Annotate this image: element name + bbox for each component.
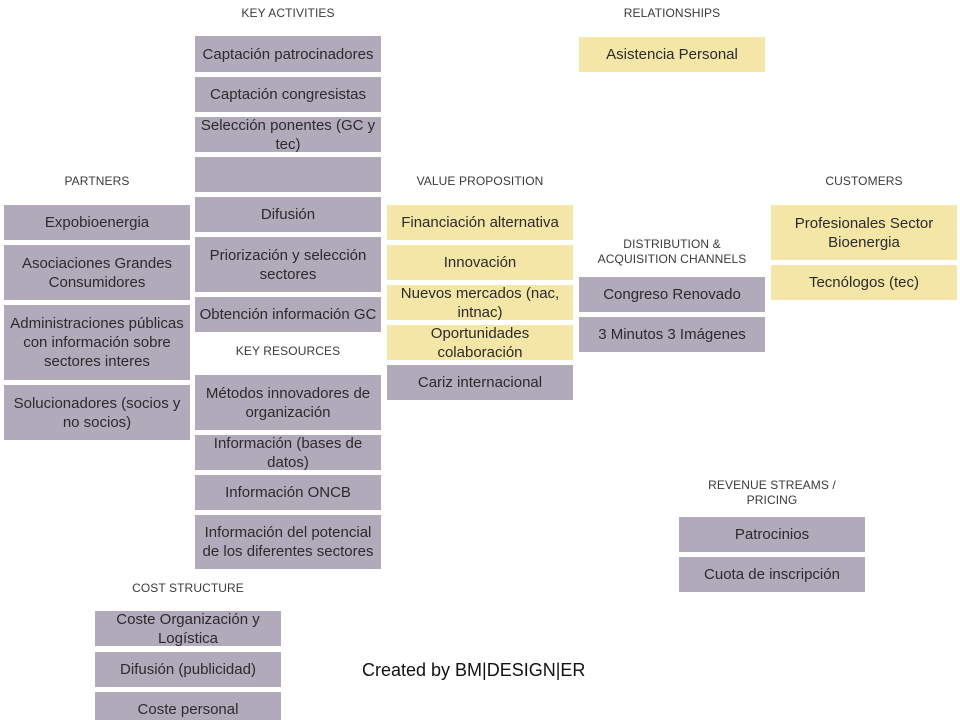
header-key-resources: KEY RESOURCES	[235, 344, 341, 358]
key-activity-box	[195, 157, 381, 192]
distribution-box: Congreso Renovado	[579, 277, 765, 312]
header-partners: PARTNERS	[64, 174, 130, 188]
value-proposition-box: Innovación	[387, 245, 573, 280]
partner-box: Solucionadores (socios y no socios)	[4, 385, 190, 440]
header-relationships: RELATIONSHIPS	[623, 6, 721, 20]
revenue-box: Patrocinios	[679, 517, 865, 552]
header-value-proposition: VALUE PROPOSITION	[416, 174, 544, 188]
cost-box: Difusión (publicidad)	[95, 652, 281, 687]
partner-box: Expobioenergia	[4, 205, 190, 240]
partner-box: Asociaciones Grandes Consumidores	[4, 245, 190, 300]
customer-box: Profesionales Sector Bioenergia	[771, 205, 957, 260]
header-revenue: REVENUE STREAMS / PRICING	[708, 478, 836, 507]
partner-box: Administraciones públicas con informació…	[4, 305, 190, 380]
relationship-box: Asistencia Personal	[579, 37, 765, 72]
header-cost-structure: COST STRUCTURE	[132, 581, 244, 595]
value-proposition-box: Financiación alternativa	[387, 205, 573, 240]
header-key-activities: KEY ACTIVITIES	[241, 6, 335, 20]
customer-box: Tecnólogos (tec)	[771, 265, 957, 300]
value-proposition-box: Cariz internacional	[387, 365, 573, 400]
key-activity-box: Captación congresistas	[195, 77, 381, 112]
key-activity-box: Obtención información GC	[195, 297, 381, 332]
value-proposition-box: Nuevos mercados (nac, intnac)	[387, 285, 573, 320]
key-resource-box: Información del potencial de los diferen…	[195, 515, 381, 569]
cost-box: Coste personal	[95, 692, 281, 720]
key-activity-box: Selección ponentes (GC y tec)	[195, 117, 381, 152]
revenue-box: Cuota de inscripción	[679, 557, 865, 592]
cost-box: Coste Organización y Logística	[95, 611, 281, 646]
footer-credit: Created by BM|DESIGN|ER	[362, 660, 586, 680]
key-activity-box: Difusión	[195, 197, 381, 232]
key-resource-box: Métodos innovadores de organización	[195, 375, 381, 430]
key-activity-box: Priorización y selección sectores	[195, 237, 381, 292]
key-activity-box: Captación patrocinadores	[195, 36, 381, 72]
key-resource-box: Información ONCB	[195, 475, 381, 510]
header-distribution: DISTRIBUTION & ACQUISITION CHANNELS	[597, 237, 747, 266]
value-proposition-box: Oportunidades colaboración	[387, 325, 573, 360]
header-customers: CUSTOMERS	[825, 174, 903, 188]
key-resource-box: Información (bases de datos)	[195, 435, 381, 470]
distribution-box: 3 Minutos 3 Imágenes	[579, 317, 765, 352]
